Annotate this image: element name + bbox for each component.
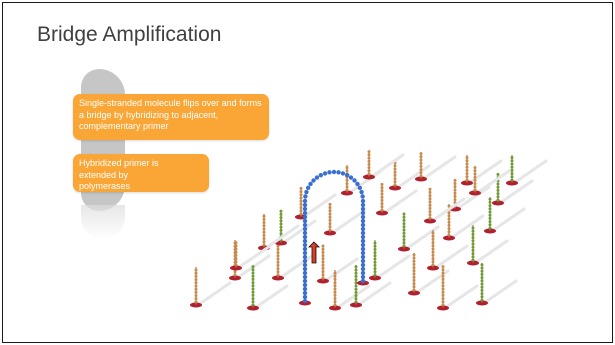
primer-strand — [275, 209, 317, 246]
primer-strand — [408, 253, 450, 296]
primer-strand — [190, 267, 232, 308]
bridge-amplification-illustration — [190, 150, 548, 311]
primer-strand — [295, 186, 337, 220]
decorative-tab-reflection — [81, 205, 125, 239]
primer-strand — [247, 265, 289, 311]
callout-primer-extension: Hybridized primer is extended by polymer… — [73, 154, 209, 192]
slide-title: Bridge Amplification — [37, 23, 222, 46]
callout-primer-extension-text: Hybridized primer is extended by polymer… — [79, 158, 159, 191]
primer-strand — [329, 270, 371, 311]
primer-strand — [469, 166, 511, 196]
primer-strand — [437, 265, 479, 311]
primer-strand — [467, 225, 509, 266]
primer-strand — [427, 230, 469, 271]
primer-strand — [476, 263, 518, 306]
primer-strand — [389, 160, 431, 191]
primer-strand — [424, 187, 466, 224]
red-up-arrow-icon — [308, 241, 320, 264]
primer-strand — [376, 182, 418, 216]
primer-strand — [492, 172, 534, 206]
primer-strand — [317, 244, 359, 284]
primer-strand — [363, 150, 405, 180]
primer-strand — [415, 152, 457, 182]
surface-strands — [190, 150, 548, 311]
primer-strand — [350, 265, 392, 308]
primer-strand — [506, 155, 548, 186]
bridge-strand — [299, 169, 369, 306]
callout-bridge-formation: Single-stranded molecule flips over and … — [73, 94, 269, 140]
primer-strand — [484, 197, 526, 234]
primer-strand — [324, 202, 366, 236]
primer-strand — [230, 241, 272, 271]
primer-strand — [369, 240, 411, 281]
